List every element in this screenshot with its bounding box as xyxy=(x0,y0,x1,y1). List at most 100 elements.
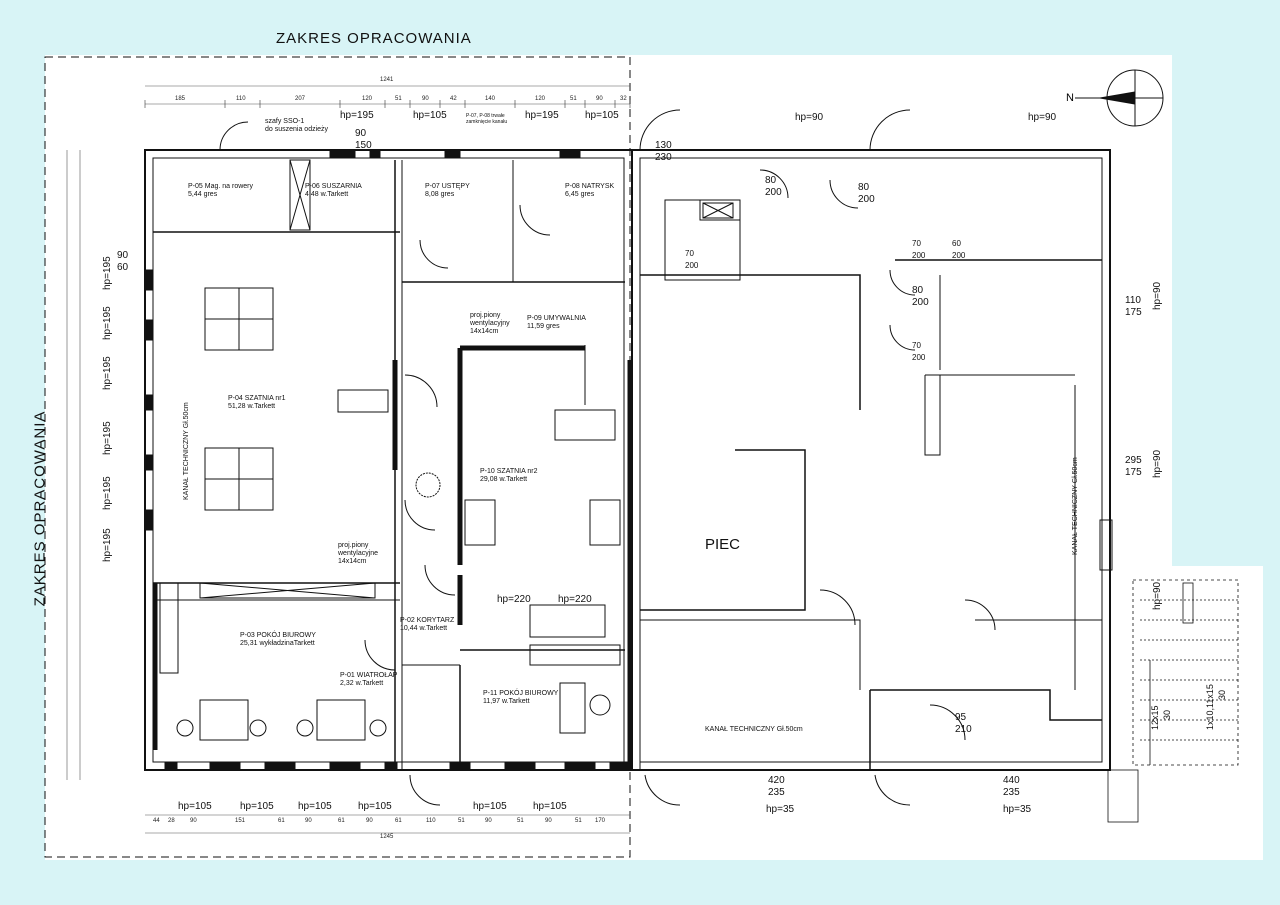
stairs-label: 1x10,11x15 xyxy=(1205,684,1215,730)
stairs-label: 30 xyxy=(1217,689,1227,700)
dimension-top: 140 xyxy=(485,96,496,102)
hp-label: hp=195 xyxy=(525,110,559,121)
dimension-bottom: 90 xyxy=(545,818,552,824)
north-label: N xyxy=(1066,92,1074,104)
hp-label: hp=90 xyxy=(795,112,824,123)
hp-label: hp=105 xyxy=(240,801,274,812)
dimension-bottom: 90 xyxy=(366,818,373,824)
dimension-top: 185 xyxy=(175,96,186,102)
hp-label: hp=90 xyxy=(1152,581,1163,610)
hp-label: hp=105 xyxy=(358,801,392,812)
dimension-top: 51 xyxy=(395,96,402,102)
hp-label: hp=195 xyxy=(102,356,113,390)
dimension-bottom: 90 xyxy=(190,818,197,824)
hp-label: hp=195 xyxy=(340,110,374,121)
hp-label: hp=195 xyxy=(102,476,113,510)
dimension-top: 90 xyxy=(422,96,429,102)
dimension-total-top: 1241 xyxy=(380,77,394,83)
hp-label: hp=105 xyxy=(585,110,619,121)
walls-left-heavy xyxy=(152,345,633,770)
hp-label: hp=105 xyxy=(178,801,212,812)
hp-label: hp=90 xyxy=(1152,281,1163,310)
dimension-bottom: 151 xyxy=(235,818,246,824)
hp-label: hp=195 xyxy=(102,528,113,562)
dimension-top: 32 xyxy=(620,96,627,102)
dimension-bottom: 44 xyxy=(153,818,160,824)
dimension-top: 42 xyxy=(450,96,457,102)
windows xyxy=(144,149,631,771)
dimension-bottom: 61 xyxy=(278,818,285,824)
north-arrow xyxy=(1075,69,1164,127)
dimension-bottom: 90 xyxy=(305,818,312,824)
dimension-bottom: 90 xyxy=(485,818,492,824)
hp-label: hp=195 xyxy=(102,256,113,290)
dimension-lines xyxy=(66,85,630,834)
dimension-bottom: 51 xyxy=(575,818,582,824)
dimension-top: 90 xyxy=(596,96,603,102)
dimension-bottom: 51 xyxy=(517,818,524,824)
dimension-bottom: 170 xyxy=(595,818,606,824)
dimension-top: 110 xyxy=(236,96,246,102)
tech-channel-label-3: KANAŁ TECHNICZNY Gł.50cm xyxy=(1072,457,1079,555)
chairs xyxy=(176,694,611,737)
dimension-top: 51 xyxy=(570,96,577,102)
stairs xyxy=(1107,579,1240,823)
dimension-total-bottom: 1245 xyxy=(380,834,394,840)
dimension-top: 120 xyxy=(535,96,546,102)
sheet-right xyxy=(630,55,1172,860)
dimension-top: 120 xyxy=(362,96,373,102)
hp-label: hp=220 xyxy=(558,594,592,605)
furnace-label: PIEC xyxy=(705,536,741,553)
hp-label: hp=90 xyxy=(1152,449,1163,478)
dimension-bottom: 51 xyxy=(458,818,465,824)
scope-title-side: ZAKRES OPRACOWANIA xyxy=(31,410,49,607)
sheet-left xyxy=(45,55,635,860)
hp-label: hp=35 xyxy=(1003,804,1032,815)
dimension-ticks xyxy=(144,100,631,108)
note-vent-shaft-2: proj.piony wentylacyjne 14x14cm xyxy=(338,542,379,565)
door-swings xyxy=(219,109,996,806)
hp-label: hp=195 xyxy=(102,421,113,455)
hp-label: hp=90 xyxy=(1028,112,1057,123)
dimension-bottom: 110 xyxy=(426,818,436,824)
hp-label: hp=35 xyxy=(766,804,795,815)
scope-title-top: ZAKRES OPRACOWANIA xyxy=(276,30,472,47)
dimension-bottom: 61 xyxy=(338,818,345,824)
scope-boundary xyxy=(44,56,631,858)
note-drying-cabinets: szafy SSO-1 do suszenia odzieży xyxy=(265,118,329,133)
ventilation-shaft xyxy=(415,472,441,498)
hp-label: hp=105 xyxy=(298,801,332,812)
tech-channel-label-2: KANAŁ TECHNICZNY Gł.50cm xyxy=(705,726,803,733)
walls-right xyxy=(631,149,1113,771)
dimension-bottom: 61 xyxy=(395,818,402,824)
hp-label: hp=220 xyxy=(497,594,531,605)
sheet-right-lower xyxy=(1125,566,1263,860)
dimension-bottom: 28 xyxy=(168,818,175,824)
hp-label: hp=105 xyxy=(473,801,507,812)
note-vent-shaft-1: proj.piony wentylacyjny 14x14cm xyxy=(470,312,510,335)
